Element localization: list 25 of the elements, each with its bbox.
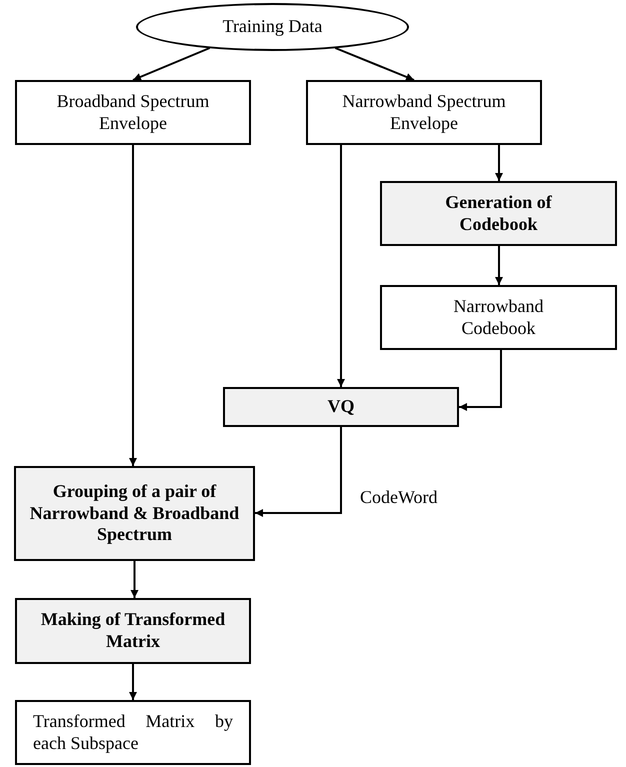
arrow [129,664,137,700]
arrow [255,427,342,517]
arrow [337,145,345,387]
process-box [380,285,617,350]
process-box [14,466,255,561]
box-label: Broadband Spectrum Envelope [56,90,210,134]
box-label: Narrowband Codebook [452,296,544,340]
process-box [15,700,251,765]
process-box [15,598,251,664]
process-box [380,181,617,246]
arrow [495,145,503,181]
arrow [129,145,137,466]
arrow [459,350,502,411]
box-label: VQ [328,396,354,418]
box-label: Generation of Codebook [444,192,553,236]
process-box [15,80,251,145]
process-box [306,80,542,145]
arrow [130,561,138,598]
process-box [223,387,459,427]
box-label: Making of Transformed Matrix [40,609,226,653]
box-label: Transformed Matrix by each Subspace [33,710,233,754]
box-label: Grouping of a pair of Narrowband & Broadband Spectrum [28,481,240,546]
arrow [495,246,503,285]
box-label: Narrowband Spectrum Envelope [341,90,507,134]
box-label: Training Data [222,16,322,38]
